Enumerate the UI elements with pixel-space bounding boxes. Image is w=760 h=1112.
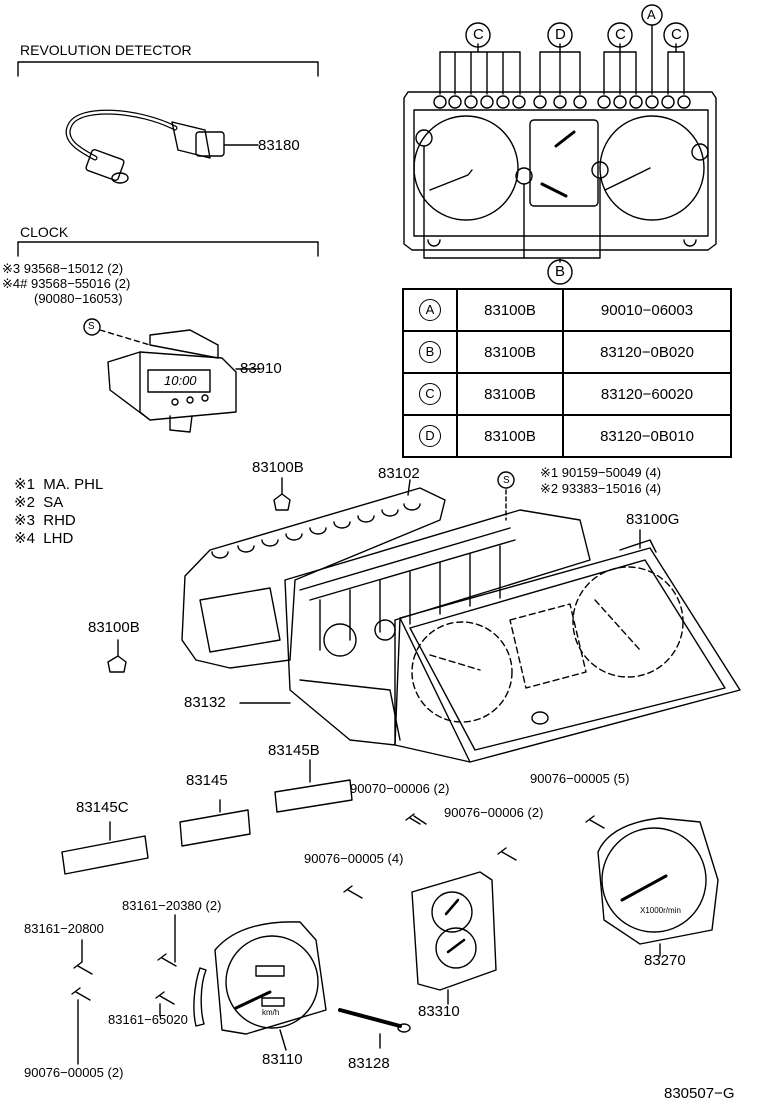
table-row: A 83100B 90010−06003 bbox=[402, 288, 732, 332]
part-83145B: 83145B bbox=[268, 742, 320, 759]
legend-2: ※2 SA bbox=[14, 495, 63, 511]
cluster-exploded-assembly bbox=[181, 471, 741, 763]
part-83180: 83180 bbox=[258, 137, 300, 154]
clock-header: CLOCK bbox=[20, 224, 69, 240]
table-part: 83100B bbox=[456, 330, 564, 374]
table-number: 83120−0B010 bbox=[562, 414, 732, 458]
legend-text: SA bbox=[43, 494, 64, 511]
part-83910: 83910 bbox=[240, 360, 282, 377]
part-83270: 83270 bbox=[644, 952, 686, 969]
part-90076-00005-2: 90076−00005 (2) bbox=[24, 1065, 124, 1080]
clock-screw-1: ※3 93568−15012 (2) bbox=[2, 261, 124, 276]
table-row: B 83100B 83120−0B020 bbox=[402, 330, 732, 374]
callout-c-2: C bbox=[615, 26, 626, 43]
clock-unit bbox=[83, 318, 261, 433]
callout-d: D bbox=[555, 26, 566, 43]
legend-text: LHD bbox=[43, 530, 74, 547]
legend-3: ※3 RHD bbox=[14, 513, 76, 529]
callout-s-clock: S bbox=[88, 321, 95, 332]
table-letter: D bbox=[419, 425, 441, 447]
table-part: 83100B bbox=[456, 414, 564, 458]
clip-83100B-left bbox=[107, 639, 127, 673]
legend-4: ※4 LHD bbox=[14, 531, 73, 547]
part-83110: 83110 bbox=[262, 1051, 303, 1068]
screw-top-2: ※2 93383−15016 (4) bbox=[540, 481, 662, 496]
diagram-code: 830507−G bbox=[664, 1085, 735, 1102]
clock-display-text: 10:00 bbox=[164, 373, 197, 388]
legend-mark: ※3 bbox=[14, 512, 35, 529]
part-90076-00006: 90076−00006 (2) bbox=[444, 805, 544, 820]
fuel-temp-gauge-83310 bbox=[411, 871, 497, 1005]
table-row: D 83100B 83120−0B010 bbox=[402, 414, 732, 458]
clock-bracket bbox=[17, 241, 319, 257]
legend-1: ※1 MA. PHL bbox=[14, 477, 103, 493]
speedometer-83110 bbox=[193, 921, 327, 1051]
table-letter: C bbox=[419, 383, 441, 405]
table-letter: A bbox=[419, 299, 441, 321]
part-90070-00006: 90070−00006 (2) bbox=[350, 781, 450, 796]
bulb-socket-row bbox=[433, 95, 691, 109]
table-letter: B bbox=[419, 341, 441, 363]
table-part: 83100B bbox=[456, 372, 564, 416]
part-83100B-left: 83100B bbox=[88, 619, 140, 636]
speedo-unit: km/h bbox=[262, 1008, 280, 1017]
part-83161-65020: 83161−65020 bbox=[108, 1012, 188, 1027]
part-83132: 83132 bbox=[184, 694, 226, 711]
callout-s-cluster: S bbox=[503, 475, 510, 486]
revolution-detector-bracket bbox=[17, 61, 319, 77]
part-83100G: 83100G bbox=[626, 511, 680, 528]
screw-top-1: ※1 90159−50049 (4) bbox=[540, 465, 662, 480]
lens-83145C bbox=[61, 835, 149, 875]
part-90076-00005-4: 90076−00005 (4) bbox=[304, 851, 404, 866]
screws bbox=[71, 813, 605, 1065]
reference-table: A 83100B 90010−06003 B 83100B 83120−0B02… bbox=[402, 288, 732, 458]
table-number: 83120−0B020 bbox=[562, 330, 732, 374]
lens-83145B bbox=[274, 779, 353, 813]
legend-mark: ※1 bbox=[14, 476, 35, 493]
revolution-detector-sensor bbox=[65, 109, 259, 184]
part-83161-20380: 83161−20380 (2) bbox=[122, 898, 222, 913]
callout-c-1: C bbox=[473, 26, 484, 43]
callout-a: A bbox=[647, 7, 656, 22]
tach-unit: X1000r/min bbox=[640, 906, 681, 915]
part-83100B-top: 83100B bbox=[252, 459, 304, 476]
table-number: 83120−60020 bbox=[562, 372, 732, 416]
tachometer-83270 bbox=[597, 817, 719, 957]
part-83145: 83145 bbox=[186, 772, 228, 789]
legend-mark: ※4 bbox=[14, 530, 35, 547]
table-number: 90010−06003 bbox=[562, 288, 732, 332]
legend-text: RHD bbox=[43, 512, 76, 529]
part-83145C: 83145C bbox=[76, 799, 129, 816]
part-83161-20800: 83161−20800 bbox=[24, 921, 104, 936]
clip-83100B-top bbox=[273, 477, 291, 511]
revolution-detector-header: REVOLUTION DETECTOR bbox=[20, 42, 192, 58]
cluster-front-view bbox=[403, 4, 717, 285]
legend-mark: ※2 bbox=[14, 494, 35, 511]
lens-83145 bbox=[179, 809, 251, 847]
part-83128: 83128 bbox=[348, 1055, 390, 1072]
part-83102: 83102 bbox=[378, 465, 420, 482]
clock-screw-3: (90080−16053) bbox=[34, 291, 123, 306]
callout-b: B bbox=[555, 263, 566, 280]
callout-c-3: C bbox=[671, 26, 682, 43]
table-row: C 83100B 83120−60020 bbox=[402, 372, 732, 416]
clock-screw-2: ※4# 93568−55016 (2) bbox=[2, 276, 131, 291]
part-83310: 83310 bbox=[418, 1003, 460, 1020]
part-90076-00005-5: 90076−00005 (5) bbox=[530, 771, 630, 786]
table-part: 83100B bbox=[456, 288, 564, 332]
legend-text: MA. PHL bbox=[43, 476, 104, 493]
trip-knob-83128 bbox=[338, 1008, 411, 1049]
